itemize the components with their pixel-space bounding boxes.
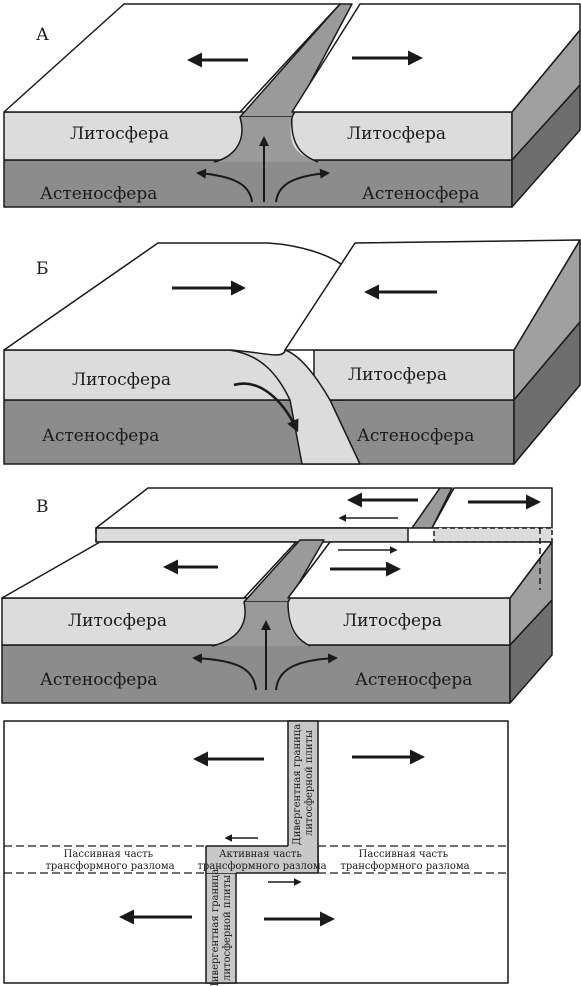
panel-b-asthenosphere-left-label: Астеносфера	[42, 426, 159, 446]
panel-a-left-plate-top	[3, 3, 341, 113]
panel-c-back-right-front	[433, 527, 553, 543]
panel-a-asthenosphere-left-label: Астеносфера	[40, 184, 157, 204]
panel-b-lithosphere-right-label: Литосфера	[348, 365, 447, 385]
panel-c-right-plate-top	[287, 541, 553, 599]
panel-b-letter: Б	[36, 259, 49, 279]
panel-c-lithosphere-left-label: Литосфера	[68, 611, 167, 631]
panel-b-right-plate-top	[284, 239, 581, 351]
panel-b-side-asthenosphere	[513, 321, 581, 465]
plan-passive-right-label: Пассивная часть трансформного разлома	[340, 849, 469, 872]
panel-b-left-plate-top	[3, 242, 343, 356]
panel-a-lithosphere-left-label: Литосфера	[70, 124, 169, 144]
panel-c-side-asthenosphere	[509, 599, 553, 704]
panel-c-lithosphere-right-label: Литосфера	[343, 611, 442, 631]
panel-c-back-left-front	[95, 527, 409, 543]
plan-active-label: Активная часть трансформного разлома	[197, 849, 326, 872]
panel-a-lithosphere-right-label: Литосфера	[347, 124, 446, 144]
plan-divergent-bottom-label: Дивергентная граница литосферной плиты	[210, 866, 233, 986]
panel-c-back-right-top	[431, 487, 553, 529]
plan-active-fault-strip	[206, 846, 318, 873]
panel-c-asthenosphere-right-label: Астеносфера	[355, 670, 472, 690]
panel-b-asthenosphere-right-label: Астеносфера	[357, 426, 474, 446]
panel-c-transform-fault	[1, 487, 553, 704]
panel-c-back-left-top	[95, 487, 441, 529]
plan-view	[3, 720, 509, 984]
panel-b-lithosphere-front-right	[313, 349, 515, 401]
panel-a-asthenosphere-right-label: Астеносфера	[362, 184, 479, 204]
panel-c-asthenosphere-front	[1, 644, 511, 704]
panel-a-side-asthenosphere	[511, 84, 581, 208]
panel-c-letter: В	[36, 497, 49, 517]
panel-b-asthenosphere-front	[3, 399, 515, 465]
plan-passive-left-label: Пассивная часть трансформного разлома	[45, 849, 174, 872]
panel-c-back-rift	[411, 487, 453, 529]
panel-c-asthenosphere-left-label: Астеносфера	[40, 670, 157, 690]
panel-b-convergent-boundary	[3, 239, 581, 465]
panel-a-right-plate-top	[291, 3, 581, 113]
panel-b-lithosphere-left-label: Литосфера	[72, 370, 171, 390]
panel-a-divergent-boundary	[3, 3, 581, 208]
plan-divergent-top-label: Дивергентная граница литосферной плиты	[292, 721, 315, 846]
panel-a-letter: А	[36, 25, 49, 45]
panel-c-left-plate-top	[1, 541, 297, 599]
panel-a-asthenosphere-front	[3, 159, 513, 208]
panel-b-subducting-slab	[229, 349, 361, 465]
